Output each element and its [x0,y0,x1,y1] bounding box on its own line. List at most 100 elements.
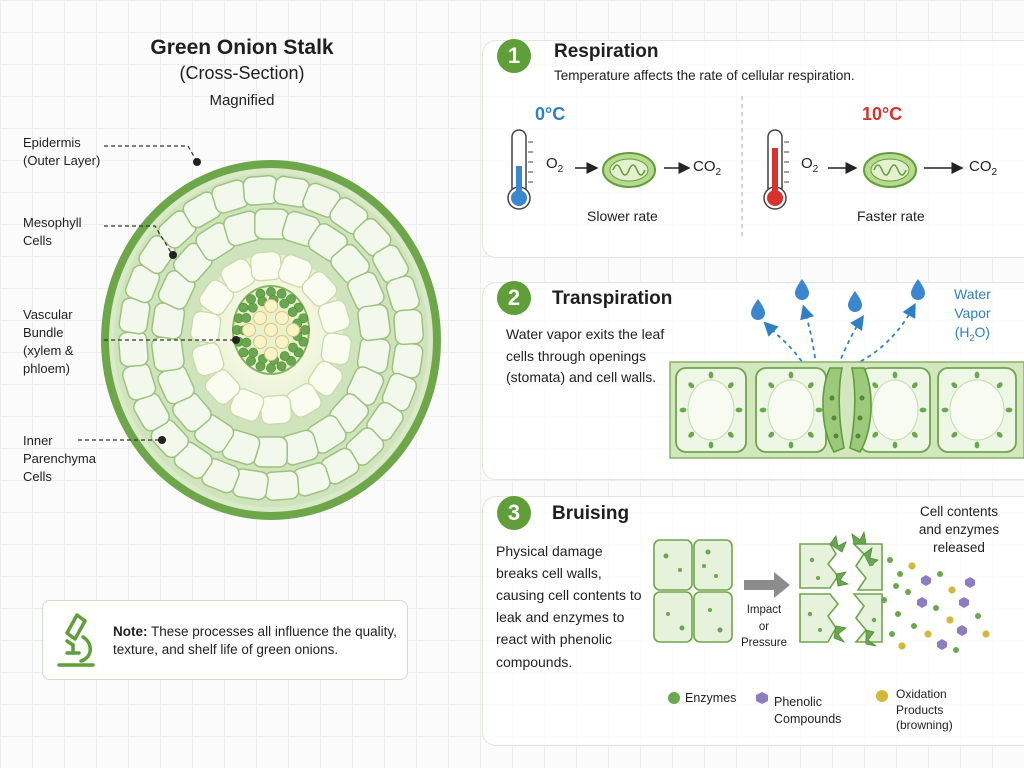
parenchyma-cell [250,251,283,282]
chloroplast [679,407,687,413]
oxidation-particle [924,630,932,638]
cold-o2: O2 [546,155,564,175]
chloroplast [1005,407,1013,413]
respiration-description: Temperature affects the rate of cellular… [554,68,855,83]
enzyme-particle [893,583,899,589]
chloroplast [892,441,898,449]
enzyme-particle [895,611,901,617]
phenolic-particle [917,597,927,608]
chloroplast [951,431,958,438]
enzyme-legend-marker [668,692,680,704]
phloem-cell [286,294,296,305]
phloem-cell [298,336,309,347]
mesophyll-cell [263,470,300,501]
chloroplast [872,431,879,438]
stalk-cross-section [78,145,441,520]
xylem-cell [275,311,289,325]
bruising-card [482,496,1024,746]
vascular-marker [232,336,240,344]
chloroplast [996,382,1003,389]
epidermis-marker [193,158,201,166]
xylem-cell [286,323,300,337]
xylem-cell [275,335,289,349]
chloroplast [872,382,879,389]
chloroplast [911,431,918,438]
cold-thermometer-icon [507,129,533,210]
phloem-cell [238,347,249,358]
page-subtitle: (Cross-Section) [179,63,305,83]
magnified-label: Magnified [209,92,275,109]
chloroplast [941,407,949,413]
xylem-cells [242,299,300,361]
xylem-cell [264,323,278,337]
phenolic-particle [957,625,967,636]
impact-arrow-icon [744,572,790,598]
chloroplast [911,382,918,389]
chloroplast [996,431,1003,438]
guard-chloroplast [829,395,835,401]
note-box: Note: These processes all influence the … [42,600,408,680]
phloem-cell [276,288,287,299]
cell-vacuole [687,379,735,441]
broken-cells [799,543,883,643]
parenchyma-cell [190,310,222,344]
xylem-cell [253,311,267,325]
phenolic-particle [921,575,931,586]
enzyme-particle [953,647,959,653]
oxidation-particle [982,630,990,638]
mesophyll-marker [169,251,177,259]
bruising-legend-markers [668,690,888,704]
phloem-cell [300,325,310,335]
warm-thermometer-icon [763,129,789,210]
chloroplast [892,371,898,379]
enzyme-particle [911,623,917,629]
xylem-cell [242,323,256,337]
mitochondrion-warm-icon [863,152,917,188]
chloroplast [807,431,814,438]
enzyme-particle [881,597,887,603]
enzyme-particle [905,589,911,595]
cell-vacuole [949,379,1005,441]
parenchyma-cell [198,279,235,316]
phloem-cell [279,351,290,361]
respiration-diagram [507,96,964,238]
parenchyma-cell [204,369,241,405]
page-title: Green Onion Stalk [150,36,334,59]
phloem-cell [241,313,252,323]
cold-co2: CO2 [693,158,722,178]
water-vapor-label: Water Vapor (H2O) [954,286,991,343]
mesophyll-cell [242,175,279,206]
oxidation-legend-marker [876,690,888,702]
mesophyll-cells [117,175,425,501]
cell-vacuole [871,379,919,441]
bruising-diagram [653,530,990,653]
phenolic-particle [959,597,969,608]
mesophyll-leader [104,225,173,255]
chloroplast [688,382,695,389]
mesophyll-cell [117,330,149,368]
chloroplast [768,382,775,389]
respiration-badge: 1 [497,39,531,73]
note-bold: Note: [113,624,148,639]
parenchyma-cell [320,332,352,366]
parenchyma-cell [307,360,344,397]
chloroplast [708,371,714,379]
warm-temp: 10°C [862,104,903,124]
legend-enzymes: Enzymes [685,691,737,705]
inner-marker [158,436,166,444]
phloem-cell [288,342,298,353]
chloroplast [735,407,743,413]
phloem-cell [246,294,256,305]
phenolic-legend-marker [756,692,768,704]
cell-vacuole [767,379,815,441]
parenchyma-cell [317,299,351,334]
parenchyma-cell [259,394,292,425]
enzyme-particle [975,613,981,619]
chloroplast [815,407,823,413]
mesophyll-cell [393,308,425,346]
oxidation-particle [898,642,906,650]
chloroplast [807,382,814,389]
chloroplast [788,441,794,449]
